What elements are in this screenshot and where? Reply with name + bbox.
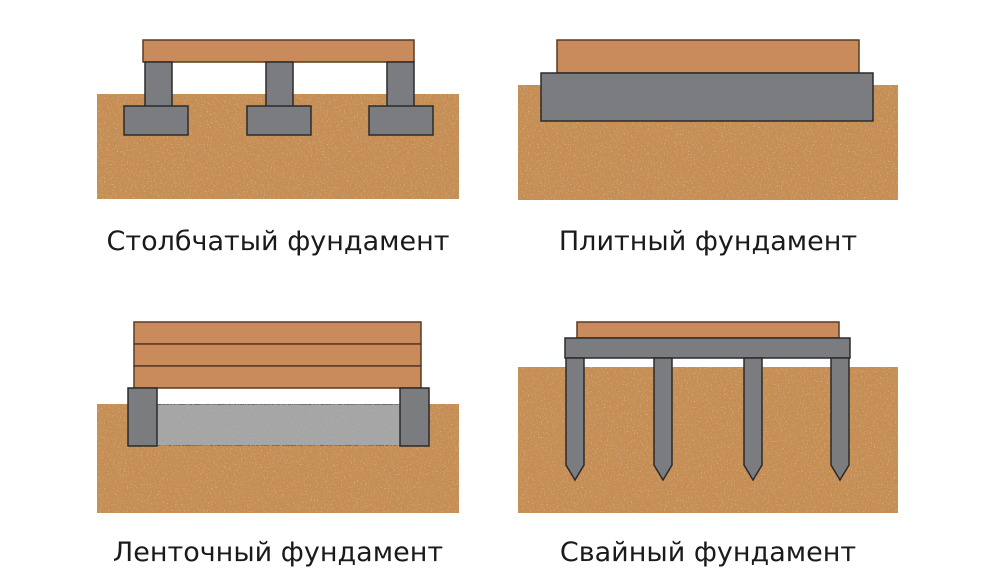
wooden-wall-course <box>133 365 422 389</box>
column-post <box>386 61 415 108</box>
slab-foundation-illustration <box>518 39 898 200</box>
wooden-floor <box>556 39 860 74</box>
caption-columnar-foundation: Столбчатый фундамент <box>106 226 450 257</box>
caption-strip-foundation: Ленточный фундамент <box>112 537 444 568</box>
pile-cap-beam <box>564 337 851 359</box>
columnar-foundation-illustration <box>97 39 459 199</box>
wooden-beam <box>142 39 415 63</box>
pile-foundation-illustration <box>518 321 898 513</box>
wooden-wall-course <box>133 321 422 345</box>
strip-foundation-illustration <box>97 321 459 513</box>
pile <box>565 357 585 482</box>
caption-pile-foundation: Свайный фундамент <box>559 537 857 568</box>
pile <box>830 357 850 482</box>
caption-slab-foundation: Плитный фундамент <box>558 226 858 257</box>
column-footing <box>368 105 434 136</box>
wooden-deck <box>576 321 840 339</box>
column-post <box>265 61 294 108</box>
gravel-fill <box>156 403 401 447</box>
wooden-wall-course <box>133 343 422 367</box>
pile <box>743 357 763 482</box>
strip-wall <box>399 387 430 447</box>
column-post <box>144 61 173 108</box>
strip-wall <box>127 387 158 447</box>
column-footing <box>246 105 312 136</box>
concrete-slab <box>540 72 874 122</box>
pile <box>653 357 673 482</box>
column-footing <box>123 105 189 136</box>
